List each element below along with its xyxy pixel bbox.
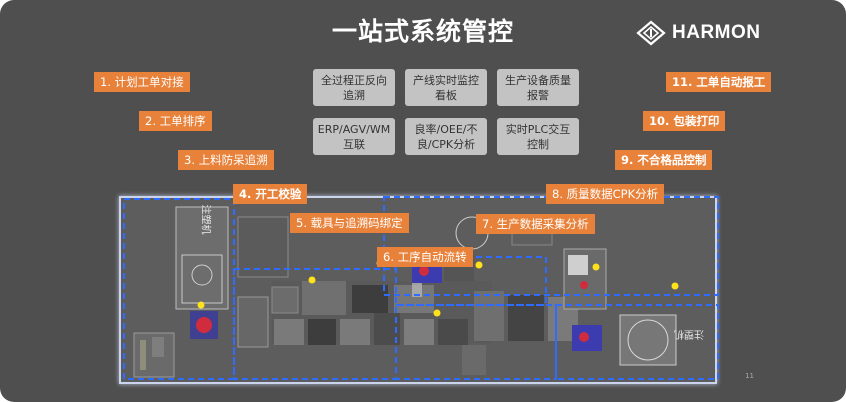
- feature-equipment-alarm: 生产设备质量 报警: [497, 69, 579, 106]
- feature-full-trace: 全过程正反向 追溯: [313, 69, 395, 106]
- feature-yield-cpk: 良率/OEE/不 良/CPK分析: [405, 118, 487, 155]
- step-tag-5: 5. 载具与追溯码绑定: [290, 213, 409, 233]
- right-machine-label: 注塑机: [674, 328, 704, 339]
- page-number: 11: [745, 372, 754, 380]
- step-markers: [197, 259, 679, 317]
- left-machine-label: 注塑机: [199, 204, 211, 235]
- step-tag-10: 10. 包装打印: [643, 111, 726, 131]
- step-tag-7: 7. 生产数据采集分析: [476, 214, 595, 234]
- feature-plc-interact: 实时PLC交互 控制: [497, 118, 579, 155]
- feature-line-board: 产线实时监控 看板: [405, 69, 487, 106]
- step-tag-6: 6. 工序自动流转: [377, 247, 473, 267]
- step-tag-2: 2. 工单排序: [139, 111, 212, 131]
- page-title: 一站式系统管控: [331, 17, 514, 46]
- step-tag-8: 8. 质量数据CPK分析: [546, 184, 665, 204]
- step-tag-1: 1. 计划工单对接: [94, 72, 190, 92]
- step-tag-9: 9. 不合格品控制: [615, 150, 713, 170]
- production-zones: [123, 196, 719, 380]
- feature-erp-link: ERP/AGV/WM 互联: [313, 118, 395, 155]
- diamond-logo-icon: [636, 20, 666, 46]
- brand-name: HARMON: [672, 22, 761, 43]
- step-tag-4: 4. 开工校验: [233, 184, 308, 204]
- factory-floor-plan: [119, 196, 719, 384]
- step-tag-3: 3. 上料防呆追溯: [178, 150, 274, 170]
- step-tag-11: 11. 工单自动报工: [666, 72, 772, 92]
- brand-logo: HARMON: [636, 20, 761, 46]
